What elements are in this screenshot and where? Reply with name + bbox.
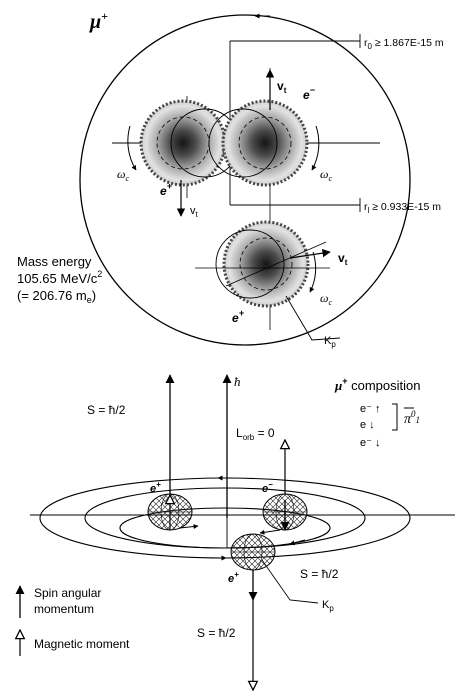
omega-lower-label: ωc [320,291,332,307]
sphere-e-minus-upper [208,99,309,187]
mass-energy-line3: (= 206.76 me) [17,288,96,305]
bottom-structure [30,475,455,561]
e-plus-left-label: e+ [160,181,173,198]
e-plus-lower-bottom-label: e+ [228,570,239,585]
omega-right-arc [311,125,320,171]
mass-energy-line2: 105.65 MeV/c2 [17,269,102,286]
omega-left-arc [127,125,137,171]
composition-row-1: e⁻ ↑ [360,403,380,415]
legend: Spin angular momentum Magnetic moment [20,585,130,656]
kp-top-label: Kp [324,335,336,349]
particle-label: μ+ [89,9,108,33]
e-minus-right-bottom-label: e− [262,480,273,495]
muon-outer-orbit [79,14,411,346]
bottom-labels: ħ μ+ composition e⁻ ↑ e ↓ e⁻ ↓ π01 S = ħ… [87,374,420,640]
orbit-ellipse-inner [119,507,331,549]
orbit-ellipse-middle [84,487,366,549]
orbit-arrow-inner-right [259,529,281,535]
e-plus-left-bottom-label: e+ [150,480,161,495]
orbit-arrow-inner-left [179,524,199,529]
sphere-e-plus-lower [215,220,310,308]
e-plus-lower-label: e+ [232,308,245,325]
bottom-vectors [170,374,319,690]
lower-tangent-line [225,241,327,287]
legend-spin-line2: momentum [34,602,94,616]
sphere-e-plus-left [139,99,240,187]
omega-right-label: ωc [320,167,332,183]
top-arrows [127,69,341,341]
r1-label: rl ≥ 0.933E-15 m [364,201,441,215]
orbit-arrow-mid-right [289,539,306,546]
r1-bracket [230,198,361,212]
l-orb-label: Lorb = 0 [236,426,275,442]
spin-label-right: S = ħ/2 [300,567,339,581]
top-labels: μ+ r0 ≥ 1.867E-15 m rl ≥ 0.933E-15 m vt … [17,9,444,349]
vt-left-label: vt [190,205,199,219]
composition-row-3: e⁻ ↓ [360,437,380,449]
mass-energy-line1: Mass energy [17,254,92,269]
e-minus-upper-label: e− [303,85,316,102]
r0-label: r0 ≥ 1.867E-15 m [364,37,444,51]
kp-bottom-label: Kp [322,599,334,613]
vt-lower-label: vt [338,251,348,267]
composition-title: μ+ composition [334,376,420,393]
vt-lower-arrow [289,248,331,259]
composition-row-2: e ↓ [360,419,375,431]
spin-label-left: S = ħ/2 [87,403,126,417]
composition-bracket [392,403,398,431]
pion-label: π01 [404,409,420,427]
legend-spin-line1: Spin angular [34,586,101,600]
orbit-ellipse-outer [39,477,411,559]
omega-lower-arc [309,251,317,293]
mesh-sphere-e-plus-lower [230,533,276,571]
vt-upper-label: vt [277,79,287,95]
hbar-label: ħ [234,374,241,389]
orbit-connector [226,518,240,549]
omega-left-label: ωc [117,167,129,183]
kp-arrow-top [285,295,341,341]
spin-label-bottom: S = ħ/2 [197,626,236,640]
legend-magnetic-label: Magnetic moment [34,637,130,651]
kp-arrow-bottom [261,559,319,604]
